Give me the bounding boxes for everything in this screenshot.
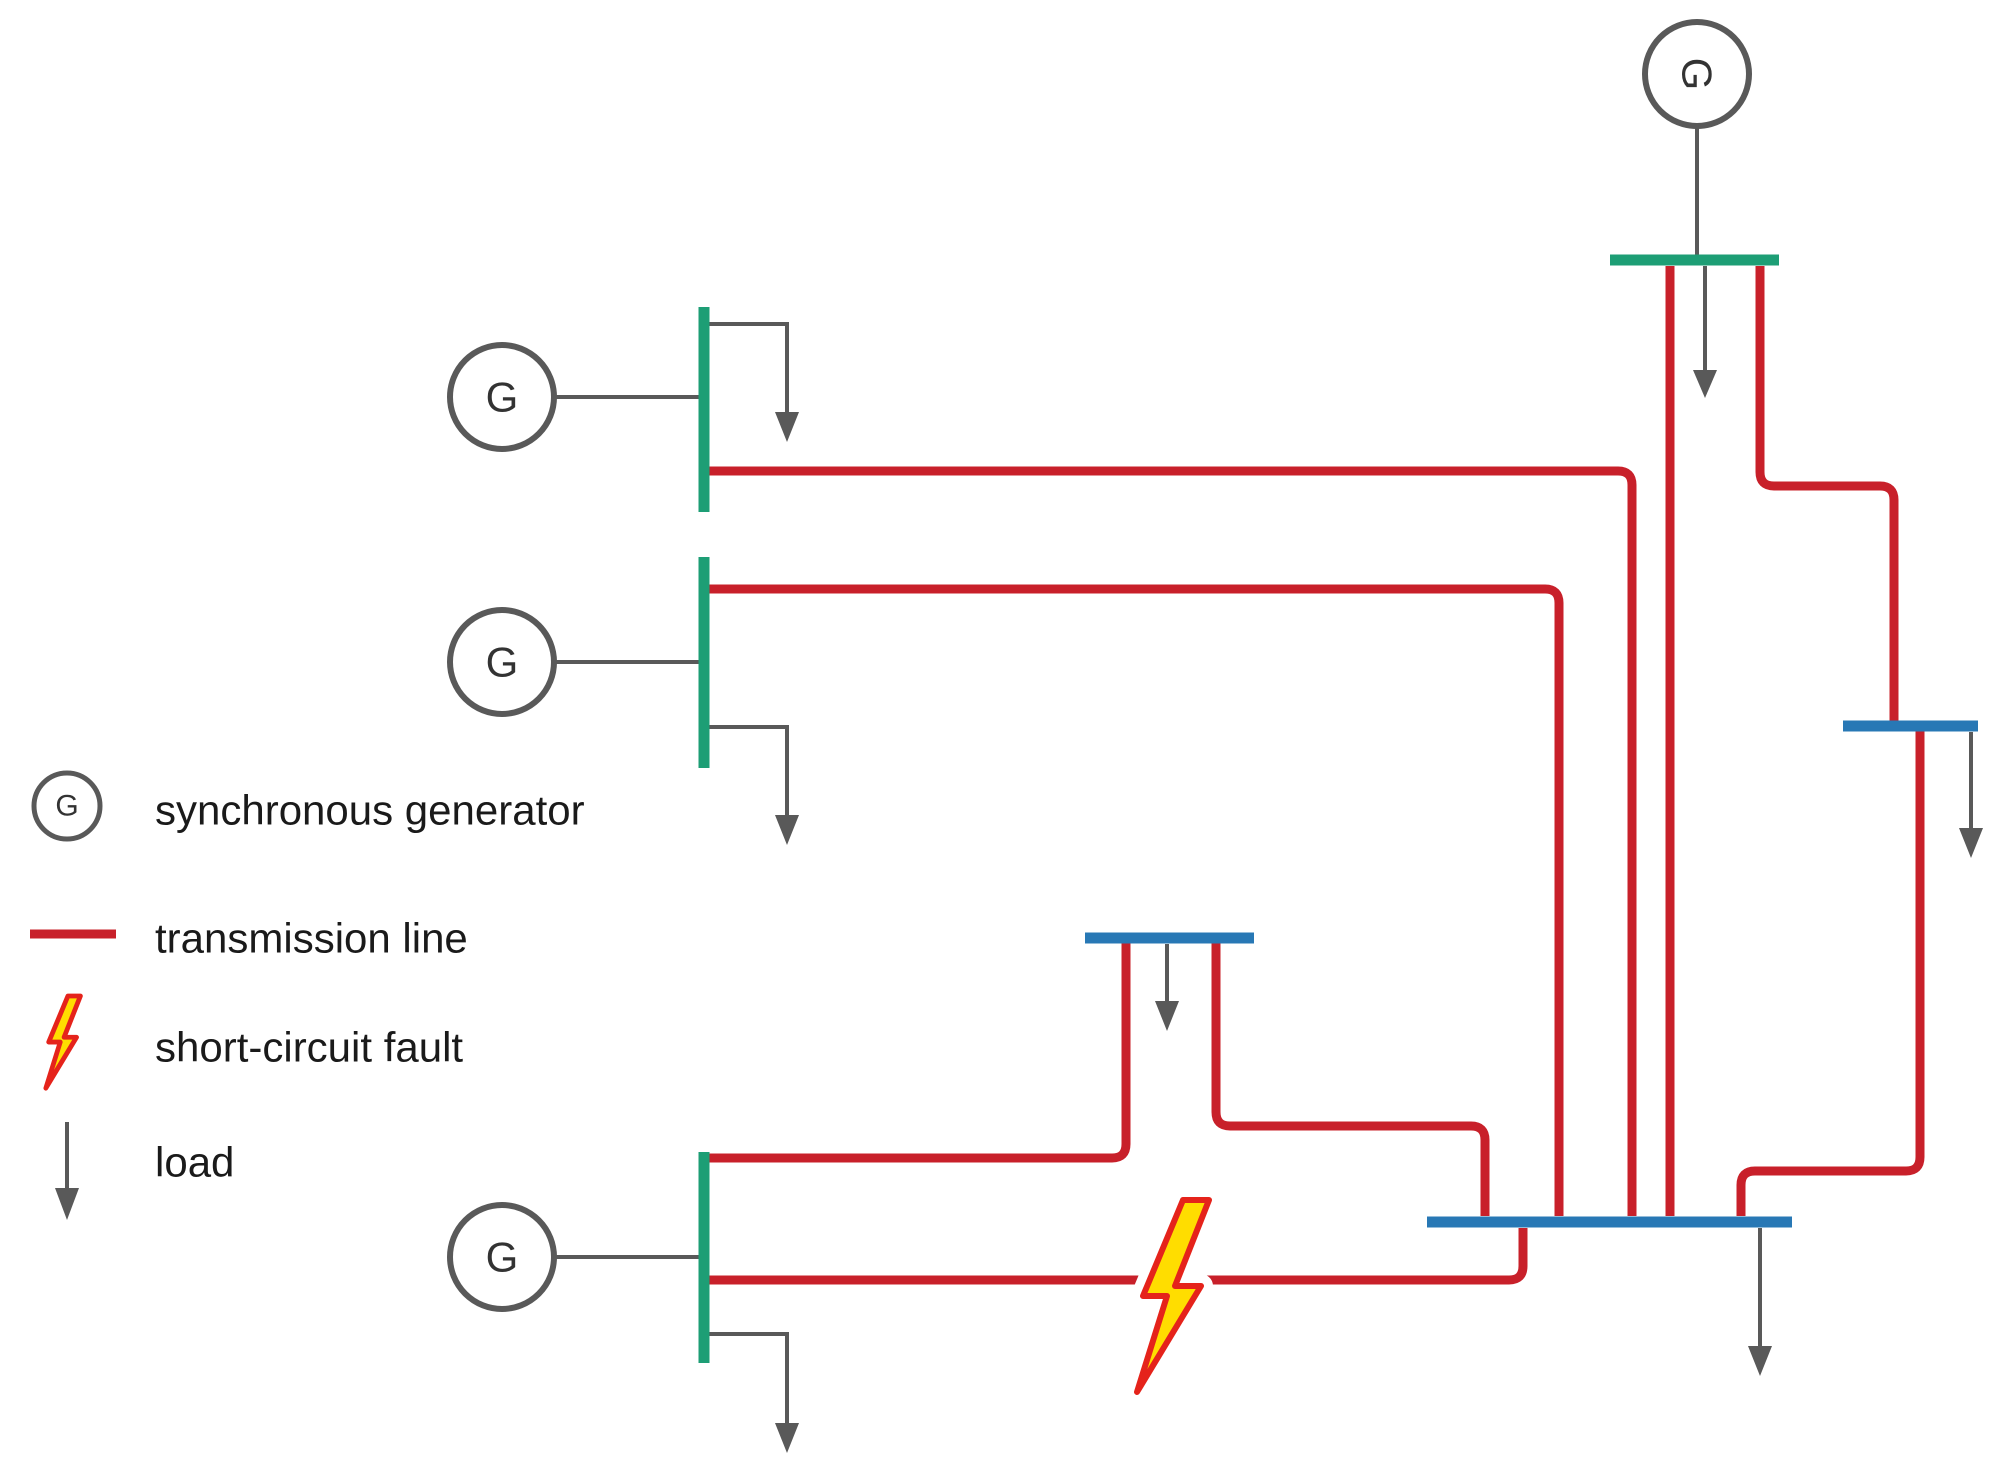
load-arrows	[706, 266, 1983, 1453]
generator-top-label: G	[1674, 58, 1721, 91]
transmission-line-2	[704, 584, 1564, 1216]
generator-stubs	[554, 126, 1699, 1259]
load-arrow-right-bus	[1959, 732, 1983, 858]
legend-item-generator: G synchronous generator	[31, 770, 585, 842]
transmission-line-8-faulted	[704, 1228, 1528, 1285]
load-arrow-gen2-bus	[706, 725, 799, 845]
generator-2: G	[447, 607, 557, 717]
generator-icon	[31, 770, 103, 842]
transmission-line-7	[1211, 943, 1490, 1216]
generator-1-label: G	[486, 374, 519, 421]
legend-transmission-line-label: transmission line	[155, 915, 468, 962]
generator-3: G	[447, 1202, 557, 1312]
generator-1: G	[447, 342, 557, 452]
legend-item-transmission-line: transmission line	[30, 915, 468, 962]
legend: G synchronous generator transmission lin…	[30, 770, 585, 1220]
short-circuit-fault-legend-icon	[43, 993, 83, 1091]
load-arrow-top-right-bus	[1693, 266, 1717, 398]
transmission-line-6	[704, 943, 1131, 1163]
transmission-line-1	[704, 466, 1637, 1216]
short-circuit-fault-icon	[1134, 1197, 1212, 1395]
legend-generator-symbol: G	[55, 790, 78, 823]
load-arrow-bottom-bus	[1748, 1228, 1772, 1376]
transmission-lines	[704, 266, 1925, 1285]
transmission-line-4	[1755, 266, 1899, 721]
legend-load-label: load	[155, 1139, 234, 1186]
legend-fault-label: short-circuit fault	[155, 1024, 463, 1071]
legend-item-short-circuit-fault: short-circuit fault	[43, 993, 463, 1091]
generator-2-label: G	[486, 639, 519, 686]
legend-item-load: load	[55, 1122, 234, 1220]
load-arrow-center-bus	[1155, 944, 1179, 1031]
legend-generator-label: synchronous generator	[155, 787, 585, 834]
short-circuit-fault	[1125, 1188, 1221, 1404]
buses	[698, 254, 1978, 1363]
generator-3-label: G	[486, 1234, 519, 1281]
transmission-line-5	[1736, 731, 1925, 1216]
load-arrow-gen3-bus	[706, 1332, 799, 1453]
load-arrow-gen1-bus	[706, 322, 799, 442]
generators: G G G G	[447, 19, 1752, 1312]
load-icon-head	[55, 1188, 79, 1220]
generator-top: G	[1642, 19, 1752, 129]
